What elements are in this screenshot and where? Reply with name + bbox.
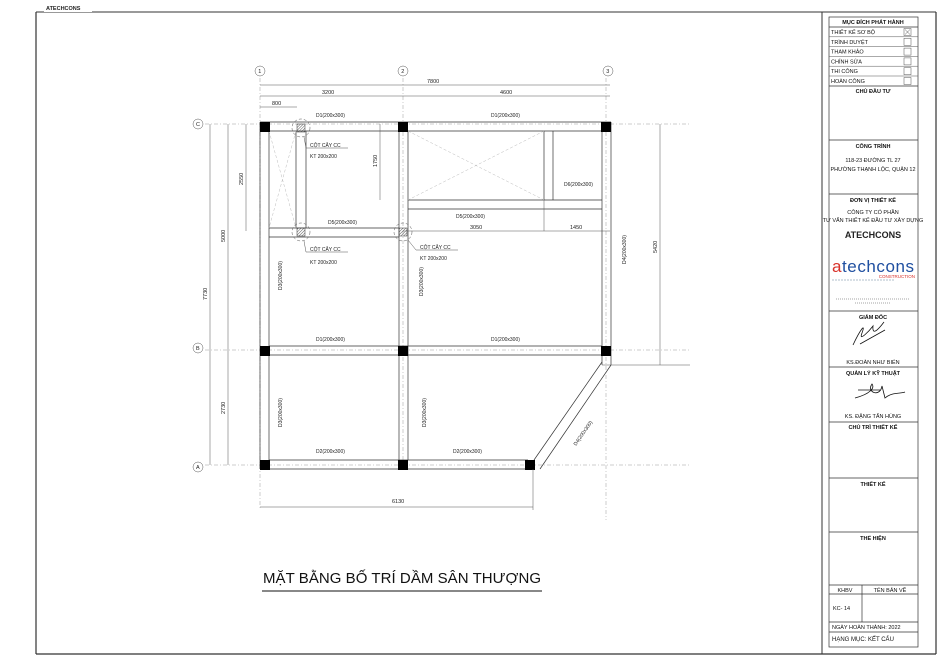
logo-sub: CONSTRUCTION bbox=[879, 274, 915, 279]
column-note: CỘT CÂY CC bbox=[310, 142, 341, 149]
purpose-label: THIẾT KẾ SƠ BỘ bbox=[831, 29, 876, 36]
tech-header: QUẢN LÝ KỸ THUẬT bbox=[846, 370, 901, 377]
tech-signature bbox=[854, 383, 906, 399]
purpose-row: HOÀN CÔNG bbox=[829, 75, 918, 85]
dim-5420: 5420 bbox=[653, 241, 659, 253]
sheet-name-label: TÊN BẢN VẼ bbox=[874, 586, 907, 594]
logo-text: atechcons bbox=[832, 257, 914, 276]
purpose-label: HOÀN CÔNG bbox=[831, 78, 865, 85]
axis-2-label: 2 bbox=[401, 69, 404, 75]
beam-label: D3(200x300) bbox=[278, 261, 284, 290]
beam-label: D3(200x300) bbox=[278, 398, 284, 427]
purpose-checkbox[interactable] bbox=[903, 28, 912, 36]
purpose-checkbox[interactable] bbox=[903, 47, 912, 56]
beam-label: D4(200x300) bbox=[622, 235, 628, 264]
purpose-checkbox[interactable] bbox=[903, 67, 912, 75]
beam-label: D5(200x300) bbox=[456, 214, 485, 220]
director-signature bbox=[852, 321, 886, 346]
dim-7800: 7800 bbox=[427, 79, 439, 85]
purpose-label: CHỈNH SỬA bbox=[831, 58, 862, 65]
beam-label: D1(200x300) bbox=[491, 113, 520, 119]
purpose-row: THI CÔNG bbox=[829, 65, 918, 75]
beams bbox=[259, 121, 690, 470]
purpose-label: THAM KHẢO bbox=[831, 49, 864, 56]
purpose-checkbox[interactable] bbox=[903, 38, 912, 46]
purpose-checkbox[interactable] bbox=[903, 77, 912, 85]
dim-800: 800 bbox=[272, 101, 281, 107]
axis-3-label: 3 bbox=[606, 69, 609, 75]
drawn-header: THỂ HIỆN bbox=[860, 534, 886, 542]
chief-header: CHỦ TRÌ THIẾT KẾ bbox=[849, 423, 898, 431]
owner-header: CHỦ ĐẦU TƯ bbox=[856, 88, 891, 95]
beam-label: D2(200x300) bbox=[316, 449, 345, 455]
dim-4600: 4600 bbox=[500, 90, 512, 96]
dimensions: 7800 3200 4600 800 7730 5000 2730 2550 175… bbox=[203, 79, 661, 510]
sheet-number: KC- 14 bbox=[833, 606, 850, 612]
axis-b-label: B bbox=[196, 346, 200, 352]
drawing-title: MẶT BẰNG BỐ TRÍ DẦM SÂN THƯỢNG bbox=[263, 569, 541, 587]
beam-labels: D1(200x300) D1(200x300) D1(200x300) D1(2… bbox=[278, 113, 628, 455]
purpose-label: THI CÔNG bbox=[831, 68, 858, 75]
dim-3050: 3050 bbox=[470, 225, 482, 231]
company-logo: atechcons CONSTRUCTION a bbox=[832, 257, 915, 304]
columns bbox=[260, 122, 611, 470]
director-name: KS.ĐOÀN NHƯ BIỂN bbox=[846, 359, 899, 366]
design-header: THIẾT KẾ bbox=[860, 481, 885, 488]
purpose-header: MỤC ĐÍCH PHÁT HÀNH bbox=[842, 18, 903, 26]
director-header: GIÁM ĐỐC bbox=[859, 314, 887, 321]
dim-5000: 5000 bbox=[221, 230, 227, 242]
completion-date: NGÀY HOÀN THÀNH: 2022 bbox=[832, 624, 901, 631]
dim-1450: 1450 bbox=[570, 225, 582, 231]
beam-label: D5(200x300) bbox=[328, 220, 357, 226]
column-note-size: KT 200x200 bbox=[310, 154, 337, 160]
axis-1-label: 1 bbox=[258, 69, 261, 75]
frame-label: ATECHCONS bbox=[46, 6, 81, 12]
purpose-row: TRÌNH DUYỆT bbox=[829, 36, 918, 46]
beam-label: D1(200x300) bbox=[316, 337, 345, 343]
purpose-row: THAM KHẢO bbox=[829, 46, 918, 56]
company-line2: TƯ VẤN THIẾT KẾ ĐẦU TƯ XÂY DỰNG bbox=[823, 217, 923, 224]
project-header: CÔNG TRÌNH bbox=[856, 142, 891, 150]
cot-cay-columns: CỘT CÂY CC KT 200x200 CỘT CÂY CC KT 200x20… bbox=[291, 118, 458, 266]
sheet-frame: ATECHCONS bbox=[35, 4, 937, 655]
beam-label: D2(200x300) bbox=[453, 449, 482, 455]
title-block: MỤC ĐÍCH PHÁT HÀNH THIẾT KẾ SƠ BỘ TRÌNH D… bbox=[823, 16, 923, 648]
column-note: CỘT CÂY CC bbox=[420, 244, 451, 251]
dim-2550: 2550 bbox=[239, 173, 245, 185]
grid-lines bbox=[205, 78, 690, 520]
beam-label: D3(200x300) bbox=[422, 398, 428, 427]
column-note-size: KT 200x200 bbox=[420, 256, 447, 262]
company-line1: CÔNG TY CỔ PHẦN bbox=[847, 209, 898, 216]
axis-bubbles: 1 2 3 C B A bbox=[192, 65, 614, 473]
column-note-size: KT 200x200 bbox=[310, 260, 337, 266]
tech-name: KS. ĐẶNG TẤN HÙNG bbox=[845, 413, 901, 420]
khbv-label: KHBV bbox=[838, 588, 853, 594]
project-address: 118-23 ĐƯỜNG TL 27 bbox=[845, 157, 900, 164]
axis-a-label: A bbox=[196, 465, 200, 471]
beam-label: D1(200x300) bbox=[316, 113, 345, 119]
dim-3200: 3200 bbox=[322, 90, 334, 96]
beam-label: D6(200x300) bbox=[564, 182, 593, 188]
dim-7730: 7730 bbox=[203, 288, 209, 300]
beam-label: D3(200x300) bbox=[419, 267, 425, 296]
beam-label: D4(200x300) bbox=[573, 420, 595, 447]
svg-text:a: a bbox=[832, 257, 842, 276]
project-ward: PHƯỜNG THẠNH LỘC, QUẬN 12 bbox=[830, 166, 915, 173]
purpose-row: CHỈNH SỬA bbox=[829, 56, 918, 65]
beam-label: D1(200x300) bbox=[491, 337, 520, 343]
purpose-row: THIẾT KẾ SƠ BỘ bbox=[831, 28, 912, 36]
category: HẠNG MỤC: KẾT CẤU bbox=[832, 636, 894, 643]
company-name: ATECHCONS bbox=[845, 230, 901, 240]
axis-c-label: C bbox=[196, 122, 200, 128]
check-icon bbox=[904, 29, 911, 35]
purpose-label: TRÌNH DUYỆT bbox=[831, 38, 869, 46]
dim-6130: 6130 bbox=[392, 499, 404, 505]
dim-2730: 2730 bbox=[221, 402, 227, 414]
purpose-checkbox[interactable] bbox=[903, 57, 912, 66]
dim-1750: 1750 bbox=[373, 155, 379, 167]
designer-header: ĐƠN VỊ THIẾT KẾ bbox=[850, 197, 896, 204]
column-note: CỘT CÂY CC bbox=[310, 246, 341, 253]
